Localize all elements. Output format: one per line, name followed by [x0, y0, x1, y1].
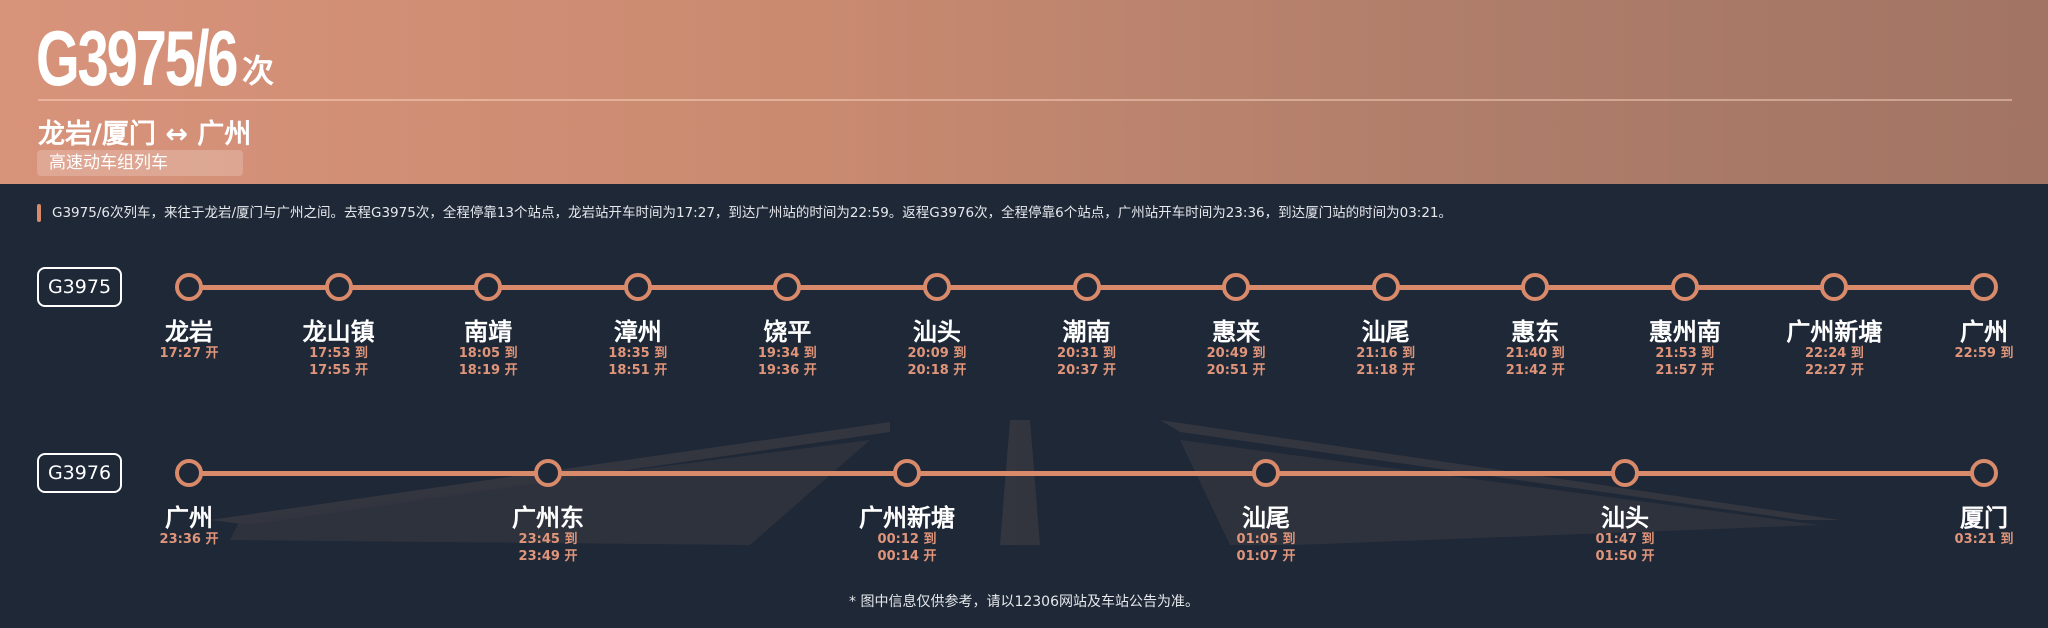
arrival-time: 18:35 到 [608, 346, 668, 361]
disclaimer: * 图中信息仅供参考，请以12306网站及车站公告为准。 [849, 594, 1199, 610]
departure-time: 23:36 开 [159, 532, 219, 547]
departure-time: 20:37 开 [1057, 363, 1116, 378]
station-marker-icon [1820, 273, 1849, 301]
station-marker-icon [1222, 273, 1251, 301]
train-label-g3975: G3975 [37, 267, 122, 307]
station-marker-icon [1371, 273, 1400, 301]
station-name: 广州 [165, 504, 213, 532]
arrival-time: 00:12 到 [877, 532, 937, 547]
station-marker-icon [1611, 459, 1639, 487]
station-marker-icon [175, 273, 203, 301]
station-name: 惠东 [1511, 318, 1560, 346]
departure-time: 00:14 开 [877, 549, 937, 564]
arrival-time: 21:40 到 [1505, 346, 1565, 361]
arrival-time: 20:09 到 [907, 346, 967, 361]
departure-time: 20:18 开 [907, 363, 967, 378]
train-title: G3975/6 [36, 14, 239, 102]
station-marker-icon [893, 459, 921, 487]
departure-time: 22:27 开 [1804, 363, 1864, 378]
departure-time: 01:50 开 [1595, 549, 1655, 564]
station-name: 汕尾 [1361, 318, 1410, 346]
station-marker-icon [1252, 459, 1280, 487]
station-marker-icon [623, 273, 652, 301]
header-divider [38, 99, 2012, 101]
departure-time: 21:57 开 [1655, 363, 1715, 378]
station-marker-icon [474, 273, 503, 301]
departure-time: 19:36 开 [757, 363, 817, 378]
arrival-time: 20:49 到 [1206, 346, 1266, 361]
station-marker-icon [1072, 273, 1101, 301]
station-name: 厦门 [1960, 504, 2008, 532]
train-title-suffix: 次 [242, 52, 275, 90]
arrival-time: 17:53 到 [309, 346, 369, 361]
departure-time: 18:19 开 [458, 363, 518, 378]
station-marker-icon [175, 459, 203, 487]
station-marker-icon [1970, 459, 1998, 487]
arrival-time: 22:59 到 [1954, 346, 2014, 361]
station-marker-icon [1670, 273, 1699, 301]
route-line [189, 470, 1984, 476]
departure-time: 21:42 开 [1505, 363, 1565, 378]
station-name: 汕头 [912, 318, 961, 346]
station-name: 饶平 [763, 318, 812, 346]
station-name: 潮南 [1062, 318, 1111, 346]
station-name: 龙山镇 [302, 318, 375, 346]
station-name: 汕头 [1601, 504, 1649, 532]
train-type-badge: 高速动车组列车 [37, 150, 243, 176]
station-name: 龙岩 [165, 318, 213, 346]
departure-time: 20:51 开 [1206, 363, 1266, 378]
train-label-g3976: G3976 [37, 453, 122, 493]
departure-time: 17:55 开 [309, 363, 369, 378]
station-name: 南靖 [464, 318, 513, 346]
description-accent-bar [37, 204, 41, 222]
departure-time: 18:51 开 [608, 363, 668, 378]
road-stripe-right-lower [1180, 440, 1820, 545]
station-marker-icon [534, 459, 562, 487]
station-name: 广州新塘 [1786, 318, 1883, 346]
station-marker-icon [773, 273, 802, 301]
station-name: 广州东 [512, 504, 584, 532]
station-name: 广州 [1960, 318, 2008, 346]
departure-time: 01:07 开 [1236, 549, 1296, 564]
arrival-time: 01:47 到 [1595, 532, 1655, 547]
station-name: 惠来 [1212, 318, 1261, 346]
arrival-time: 01:05 到 [1236, 532, 1296, 547]
station-name: 惠州南 [1648, 318, 1721, 346]
arrival-time: 19:34 到 [757, 346, 817, 361]
arrival-time: 03:21 到 [1954, 532, 2014, 547]
arrival-time: 21:16 到 [1356, 346, 1416, 361]
road-stripe-left-lower [230, 440, 870, 545]
route-text: 龙岩/厦门 ↔ 广州 [38, 119, 252, 150]
departure-time: 17:27 开 [159, 346, 219, 361]
station-marker-icon [1521, 273, 1550, 301]
departure-time: 21:18 开 [1356, 363, 1416, 378]
departure-time: 23:49 开 [518, 549, 578, 564]
description-text: G3975/6次列车，来往于龙岩/厦门与广州之间。去程G3975次，全程停靠13… [52, 205, 1453, 221]
station-name: 漳州 [613, 318, 662, 346]
road-stripe-right-upper [1160, 420, 1840, 520]
arrival-time: 18:05 到 [458, 346, 518, 361]
station-marker-icon [922, 273, 951, 301]
arrival-time: 21:53 到 [1655, 346, 1715, 361]
station-marker-icon [324, 273, 353, 301]
arrival-time: 23:45 到 [518, 532, 578, 547]
station-name: 广州新塘 [859, 504, 955, 532]
arrival-time: 22:24 到 [1804, 346, 1864, 361]
station-marker-icon [1970, 273, 1998, 301]
road-center-dashes [1000, 420, 1040, 545]
arrival-time: 20:31 到 [1057, 346, 1116, 361]
header-banner: G3975/6 次 龙岩/厦门 ↔ 广州 高速动车组列车 [0, 0, 2048, 184]
station-name: 汕尾 [1242, 504, 1290, 532]
